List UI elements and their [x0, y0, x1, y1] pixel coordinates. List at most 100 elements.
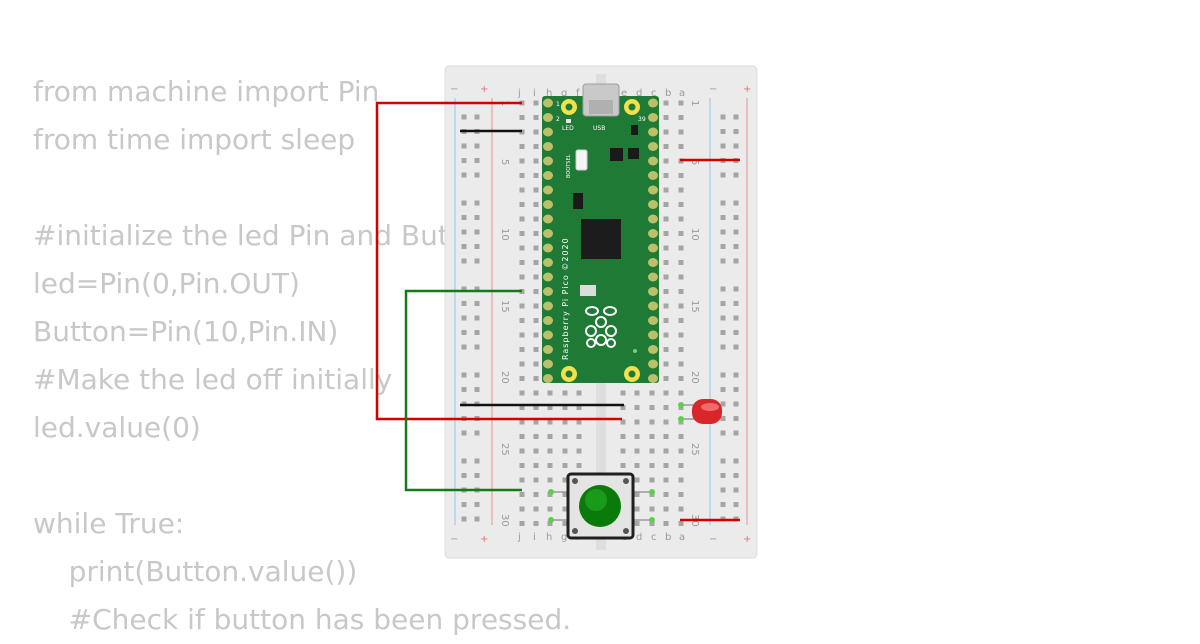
breadboard-hole [678, 260, 684, 265]
breadboard-hole [663, 405, 669, 410]
breadboard-hole [533, 318, 539, 323]
breadboard-hole [663, 318, 669, 323]
pico-pin [543, 316, 553, 325]
code-line: while True: [33, 507, 185, 540]
pico-pin [543, 374, 553, 383]
breadboard-hole [720, 430, 726, 436]
column-label: h [546, 532, 552, 543]
breadboard-hole [519, 303, 525, 309]
column-label: h [546, 88, 552, 99]
breadboard-hole [620, 419, 626, 425]
rail-plus-label: + [480, 534, 488, 545]
breadboard-hole [720, 473, 726, 478]
breadboard-hole [678, 492, 684, 497]
pico-pin [543, 229, 553, 238]
pico-pin [648, 156, 658, 166]
breadboard-hole [663, 390, 669, 396]
raspberry-pi-pico[interactable]: 1 2 39 LED USB BOOTSEL Raspberry Pi Pico… [542, 83, 659, 383]
pico-pin [543, 272, 553, 282]
breadboard-hole [474, 473, 480, 478]
breadboard-hole [547, 477, 553, 483]
breadboard-hole [720, 244, 726, 249]
breadboard-hole [519, 477, 525, 483]
breadboard-hole [649, 434, 655, 439]
breadboard-hole [533, 158, 539, 164]
pico-pin [648, 113, 658, 122]
breadboard-hole [562, 434, 568, 439]
pin-1-label: 1 [556, 101, 560, 108]
breadboard-hole [663, 187, 669, 193]
breadboard-hole [474, 286, 480, 292]
mounting-hole [565, 103, 573, 111]
breadboard-hole [733, 344, 739, 350]
breadboard-hole [533, 187, 539, 193]
breadboard-hole [720, 502, 726, 507]
breadboard-hole [519, 245, 525, 251]
breadboard-hole [533, 129, 539, 135]
breadboard-hole [663, 492, 669, 497]
breadboard-hole [547, 390, 553, 396]
red-wire[interactable] [375, 101, 622, 421]
breadboard-hole [461, 286, 467, 292]
breadboard-hole [474, 516, 480, 522]
breadboard-hole [663, 303, 669, 309]
breadboard-hole [576, 448, 582, 454]
breadboard-hole [649, 521, 655, 526]
push-button[interactable] [548, 472, 655, 540]
bootsel-button[interactable] [575, 149, 588, 171]
breadboard-hole [547, 506, 553, 512]
breadboard-hole [576, 405, 582, 410]
pico-pin [543, 359, 553, 369]
breadboard-hole [663, 477, 669, 483]
red-led[interactable] [678, 399, 722, 424]
breadboard-hole [733, 430, 739, 436]
code-line: from time import sleep [33, 123, 356, 156]
chip [573, 193, 583, 209]
button-cap-highlight [585, 489, 607, 511]
pico-pin [543, 345, 553, 354]
breadboard-hole [533, 347, 539, 352]
breadboard-hole [634, 448, 640, 454]
breadboard-hole [678, 216, 684, 222]
breadboard-hole [634, 463, 640, 468]
code-line: print(Button.value()) [33, 555, 358, 588]
breadboard-hole [461, 200, 467, 206]
breadboard-hole [720, 143, 726, 149]
pico-pin [648, 185, 658, 195]
breadboard-hole [533, 173, 539, 178]
breadboard-hole [733, 244, 739, 249]
breadboard-hole [474, 229, 480, 235]
mounting-hole [565, 370, 573, 378]
row-number: 5 [689, 159, 700, 165]
pico-board-label: Raspberry Pi Pico ©2020 [561, 237, 570, 360]
usb-connector-inner [589, 100, 613, 114]
breadboard-hole [519, 506, 525, 512]
breadboard-hole [474, 215, 480, 220]
breadboard-hole [663, 332, 669, 338]
breadboard-hole [733, 487, 739, 493]
breadboard-hole [663, 361, 669, 367]
led-body [692, 399, 722, 424]
breadboard-hole [461, 473, 467, 478]
component [580, 285, 596, 296]
button-corner [623, 528, 629, 534]
row-number: 15 [499, 300, 510, 313]
breadboard-hole [733, 502, 739, 507]
rail-plus-label: + [480, 84, 488, 95]
green-wire[interactable] [404, 289, 522, 492]
rail-minus-label: − [450, 84, 458, 95]
breadboard-hole [533, 216, 539, 222]
breadboard-hole [562, 448, 568, 454]
breadboard-hole [519, 361, 525, 367]
breadboard-hole [533, 100, 539, 106]
button-pin [548, 489, 554, 495]
column-label: g [561, 532, 567, 543]
row-number: 5 [499, 159, 510, 165]
breadboard-hole [519, 216, 525, 222]
breadboard-hole [720, 401, 726, 407]
breadboard-hole [461, 258, 467, 264]
column-label: d [636, 88, 642, 99]
column-label: c [651, 88, 657, 99]
breadboard-hole [720, 229, 726, 235]
